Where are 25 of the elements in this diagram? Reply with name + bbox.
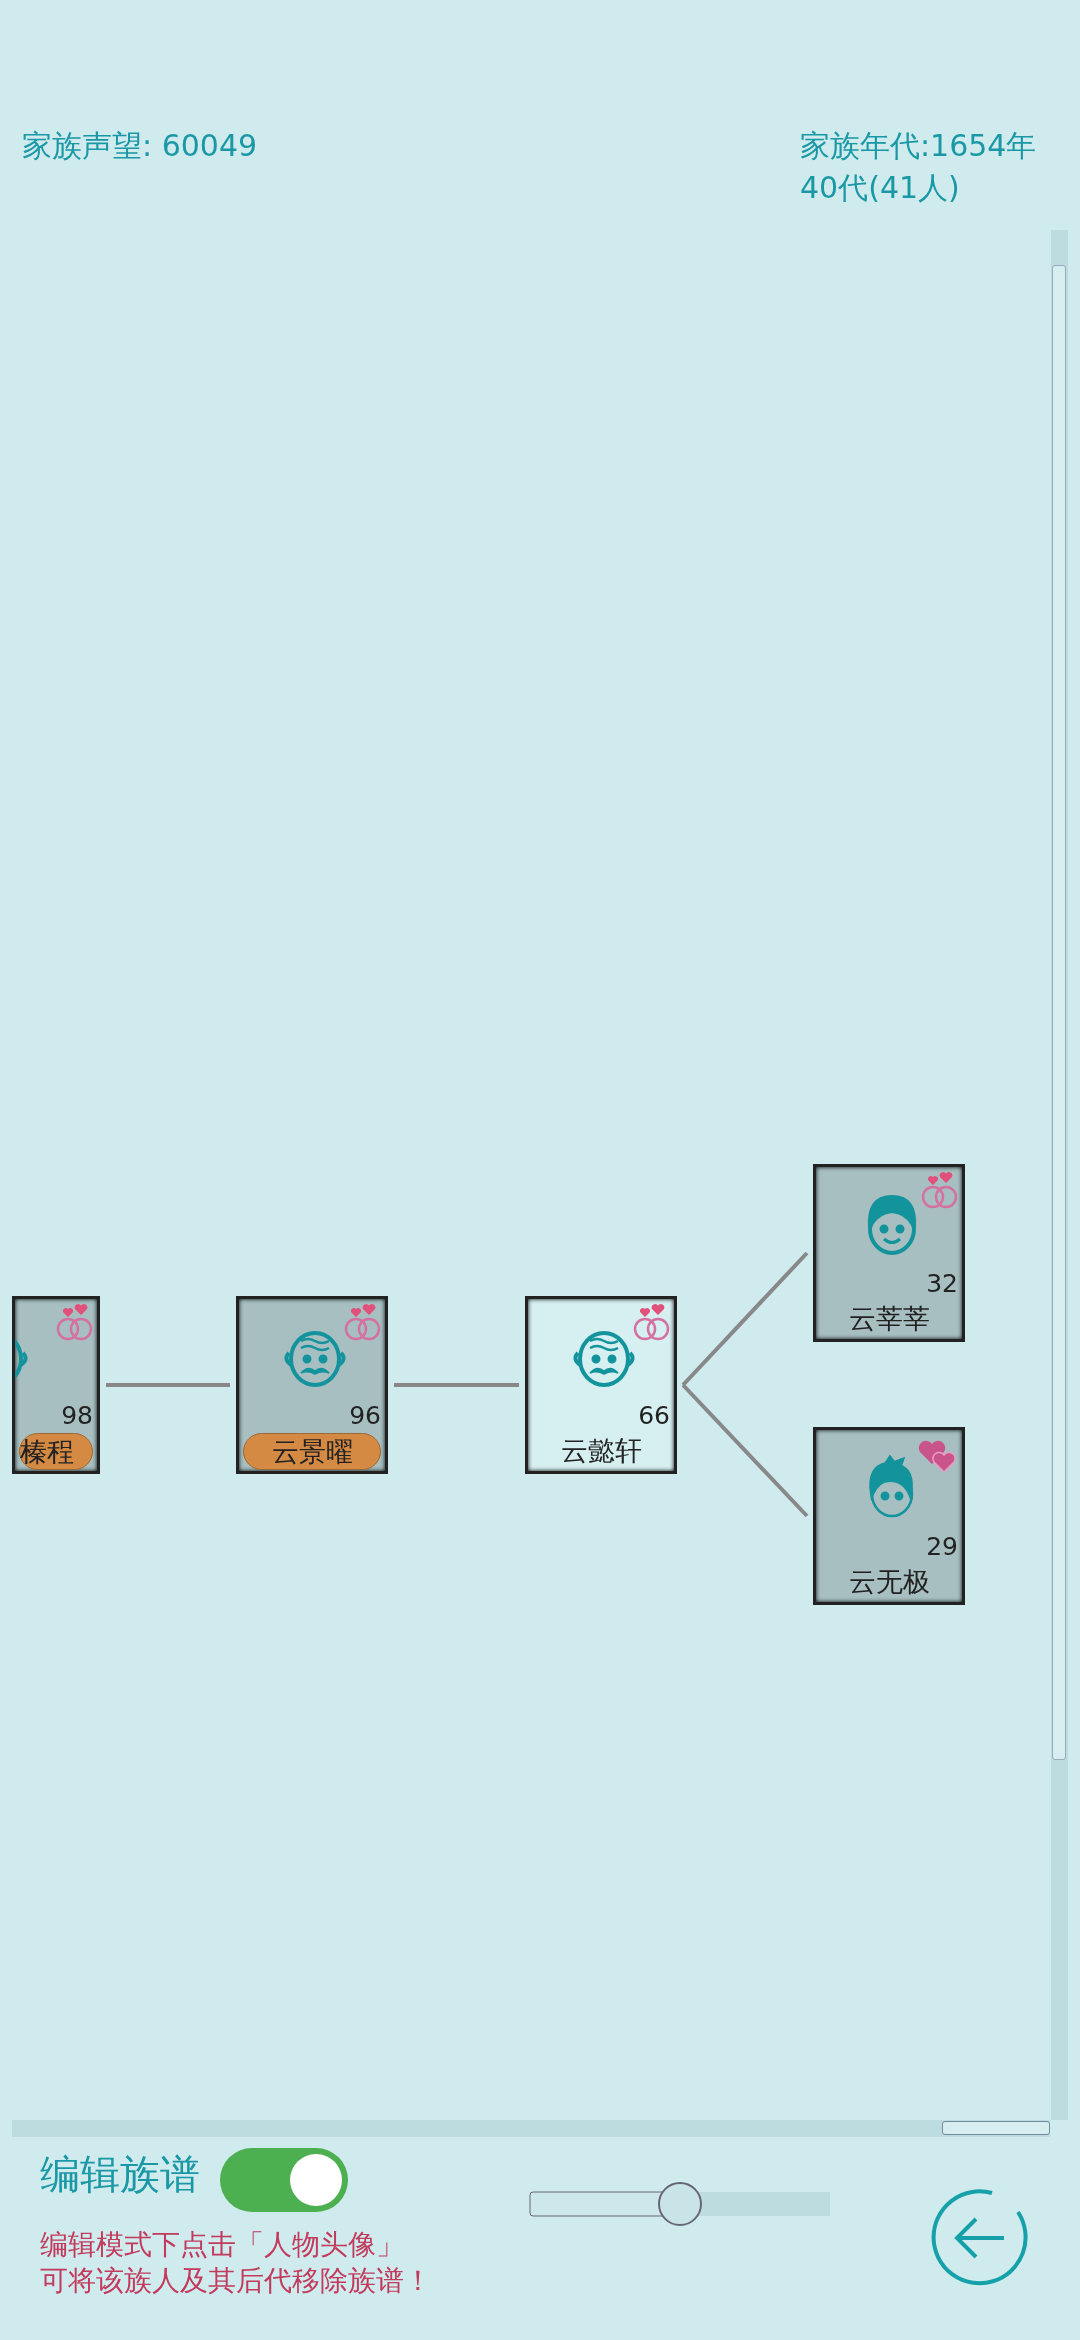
connector-line: [106, 1383, 230, 1387]
hint-text: 编辑模式下点击「人物头像」: [40, 2228, 404, 2262]
connector-line: [681, 1251, 809, 1387]
name-tag: 榛程: [19, 1433, 93, 1471]
connector-line: [681, 1383, 809, 1518]
generation-text: 40代(41人): [800, 170, 960, 206]
edit-mode-label: 编辑族谱: [40, 2150, 200, 2198]
age-text: 32: [926, 1271, 958, 1296]
person-card: [813, 1164, 965, 1342]
person-card: [236, 1296, 388, 1474]
name-text: 云懿轩: [559, 1434, 643, 1468]
name-tag: 云景曜: [243, 1433, 381, 1471]
person-card: [525, 1296, 677, 1474]
age-text: 29: [926, 1534, 958, 1559]
era-text: 家族年代:1654年: [800, 128, 1037, 164]
hint-text: 可将该族人及其后代移除族谱！: [40, 2264, 432, 2298]
name-text: 云无极: [847, 1565, 931, 1599]
name-text: 云莘莘: [847, 1302, 931, 1336]
reputation-text: 家族声望: 60049: [22, 128, 258, 164]
age-text: 96: [349, 1403, 381, 1428]
age-text: 66: [638, 1403, 670, 1428]
connector-line: [394, 1383, 519, 1387]
person-card: [12, 1296, 100, 1474]
person-card: [813, 1427, 965, 1605]
age-text: 98: [61, 1403, 93, 1428]
